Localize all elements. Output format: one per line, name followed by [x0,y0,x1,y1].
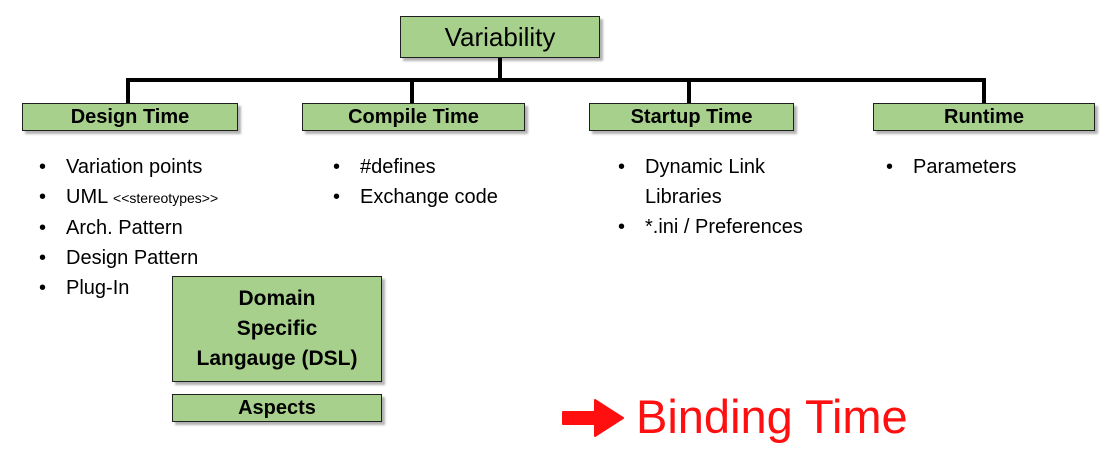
list-item-text: Plug-In [66,277,130,299]
binding-time-label: Binding Time [636,390,908,443]
compile-time-list: #defines Exchange code [330,152,590,212]
list-item: Arch. Pattern [36,213,298,243]
list-item-text: Dynamic Link Libraries [645,156,766,208]
branch-header-label: Compile Time [348,105,479,128]
dsl-box: Domain Specific Langauge (DSL) [172,276,382,382]
list-item: Design Pattern [36,243,298,273]
branch-header-runtime: Runtime [873,103,1095,131]
runtime-list: Parameters [883,152,1103,182]
list-item-text: #defines [360,156,436,178]
branch-header-startup-time: Startup Time [589,103,794,131]
list-item: *.ini / Preferences [615,212,825,242]
connector-drop-design-time [126,78,130,104]
list-item: Exchange code [330,182,590,212]
branch-header-label: Startup Time [630,105,753,128]
list-item-text: Arch. Pattern [66,217,183,239]
aspects-box: Aspects [172,394,382,422]
dsl-label-line: Langauge (DSL) [196,347,358,370]
connector-drop-runtime [982,78,986,104]
startup-time-list: Dynamic Link Libraries *.ini / Preferenc… [615,152,825,242]
variability-root-label: Variability [444,21,556,52]
connector-root-riser [498,58,502,80]
aspects-label: Aspects [238,396,316,419]
list-item: Dynamic Link Libraries [615,152,825,212]
branch-header-design-time: Design Time [22,103,238,131]
connector-horizontal-bar [126,78,986,82]
list-item-text: UML [66,186,108,208]
list-item: Plug-In [36,273,298,303]
connector-drop-startup-time [687,78,691,104]
list-item-text: Exchange code [360,186,498,208]
list-item: Variation points [36,152,298,182]
list-item-text: Parameters [913,156,1017,178]
list-item: UML <<stereotypes>> [36,182,298,213]
connector-drop-compile-time [410,78,414,104]
dsl-label-line: Specific [236,317,318,340]
list-item-text: Design Pattern [66,247,199,269]
right-arrow-icon [562,399,624,437]
dsl-label-line: Domain [238,287,316,310]
list-item: #defines [330,152,590,182]
list-item-text: Variation points [66,156,203,178]
list-item-text: *.ini / Preferences [645,216,803,238]
branch-header-label: Design Time [70,105,190,128]
branch-header-compile-time: Compile Time [302,103,525,131]
branch-header-label: Runtime [944,105,1024,128]
list-item-suffix: <<stereotypes>> [113,190,219,206]
list-item: Parameters [883,152,1103,182]
design-time-list: Variation points UML <<stereotypes>> Arc… [36,152,298,303]
variability-root-box: Variability [400,16,600,58]
